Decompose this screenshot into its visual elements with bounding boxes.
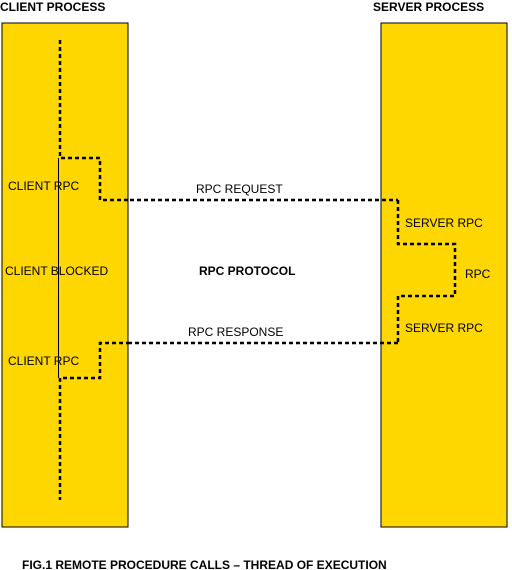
client-blocked-label: CLIENT BLOCKED [5, 264, 108, 278]
client-process-title: CLIENT PROCESS [0, 0, 105, 14]
client-thread-line [58, 40, 130, 202]
server-thread-line [396, 200, 457, 343]
rpc-response-label: RPC RESPONSE [188, 325, 283, 339]
client-process-box [1, 22, 129, 528]
client-thread-return-line [58, 341, 130, 500]
server-rpc-top-label: SERVER RPC [405, 216, 483, 230]
server-rpc-middle-label: RPC [465, 267, 491, 281]
server-rpc-bottom-label: SERVER RPC [405, 321, 483, 335]
client-rpc-bottom-label: CLIENT RPC [8, 354, 79, 368]
client-rpc-top-label: CLIENT RPC [8, 179, 79, 193]
rpc-request-label: RPC REQUEST [196, 182, 283, 196]
rpc-protocol-label: RPC PROTOCOL [199, 264, 295, 278]
figure-caption: FIG.1 REMOTE PROCEDURE CALLS – THREAD OF… [22, 558, 387, 570]
server-process-title: SERVER PROCESS [373, 0, 484, 14]
server-process-box [380, 22, 508, 528]
